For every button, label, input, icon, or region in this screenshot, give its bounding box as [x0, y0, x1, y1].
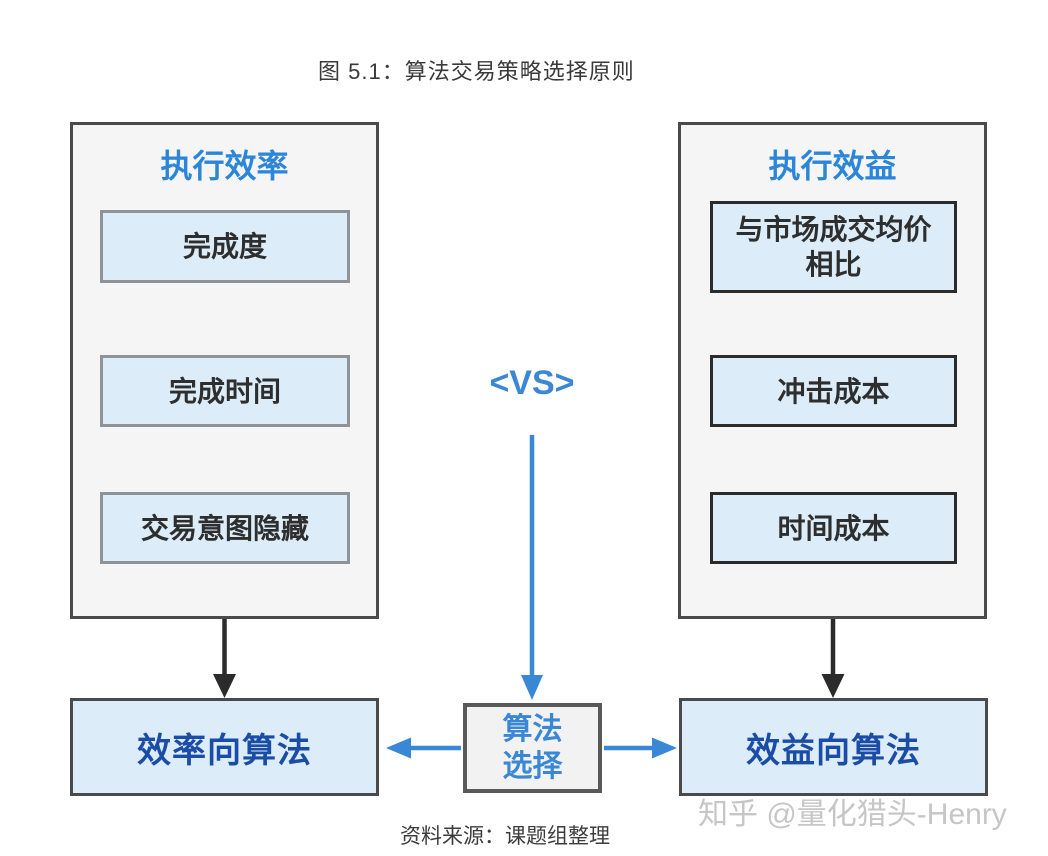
benefit-oriented-algorithm-box: 效益向算法 [679, 698, 988, 796]
figure-title: 图 5.1：算法交易策略选择原则 [318, 59, 635, 84]
benefit-panel-title: 执行效益 [768, 148, 897, 184]
vs-label: <VS> [489, 364, 575, 402]
algorithm-selection-box: 算法 选择 [463, 703, 602, 793]
down-arrow-center-blue [521, 435, 543, 700]
efficiency-oriented-algorithm-box: 效率向算法 [70, 698, 379, 796]
efficiency-panel: 执行效率 完成度 完成时间 交易意图隐藏 [70, 122, 379, 619]
efficiency-item-completion-time: 完成时间 [100, 355, 350, 427]
benefit-item-vwap-compare: 与市场成交均价 相比 [710, 201, 957, 293]
algorithm-selection-line1: 算法 [502, 712, 563, 746]
watermark: 知乎 @量化猎头-Henry [698, 798, 1007, 831]
down-arrow-left-black [213, 619, 236, 698]
efficiency-panel-title: 执行效率 [160, 148, 289, 184]
down-arrow-right-black [821, 619, 845, 698]
source-note: 资料来源：课题组整理 [400, 825, 610, 848]
right-arrow-blue [604, 737, 677, 759]
benefit-panel: 执行效益 与市场成交均价 相比 冲击成本 时间成本 [678, 122, 987, 619]
algorithm-selection-line2: 选择 [502, 750, 563, 783]
left-arrow-blue [386, 737, 461, 759]
benefit-item-impact-cost: 冲击成本 [710, 355, 957, 427]
benefit-item-time-cost: 时间成本 [710, 492, 957, 564]
efficiency-item-intent-hiding: 交易意图隐藏 [100, 492, 350, 564]
efficiency-item-completion: 完成度 [100, 210, 350, 283]
